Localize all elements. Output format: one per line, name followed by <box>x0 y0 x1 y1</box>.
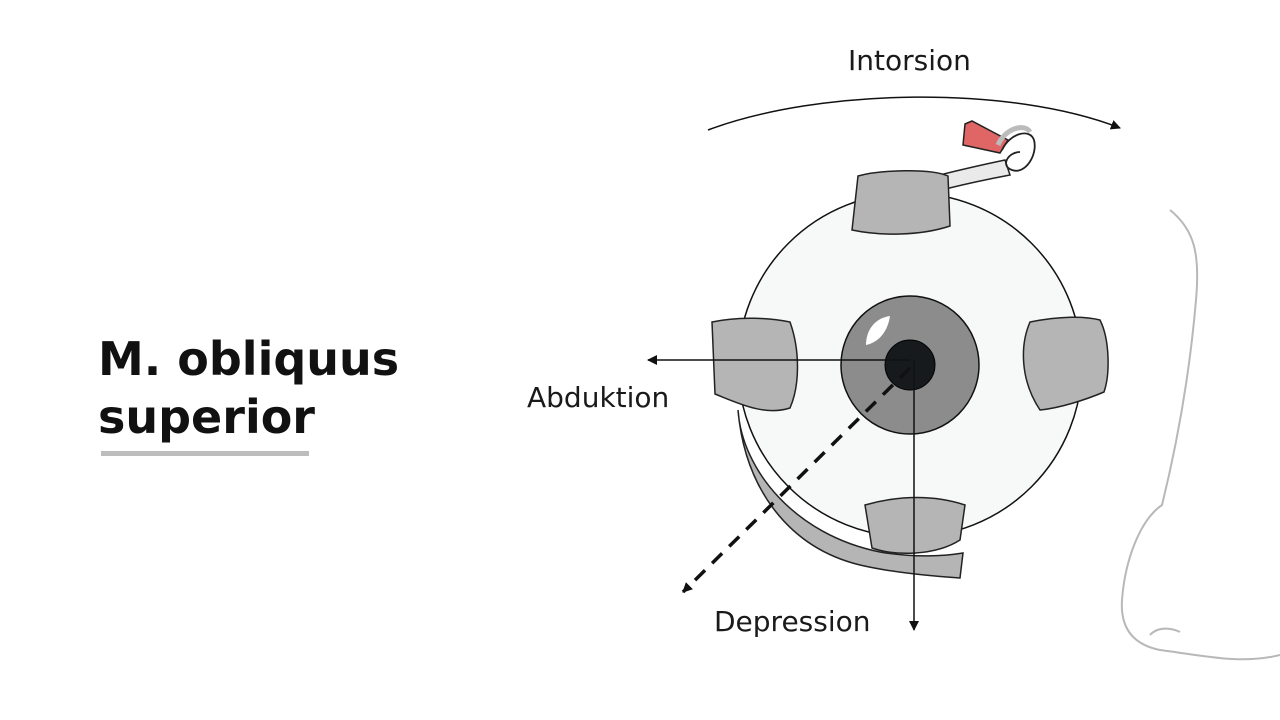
title-line-1: M. obliquus <box>98 332 400 386</box>
trochlea-outer <box>995 125 1033 147</box>
medial-rectus-muscle <box>711 317 799 412</box>
label-depression: Depression <box>714 605 871 638</box>
label-intorsion: Intorsion <box>848 44 971 77</box>
lateral-rectus-muscle <box>1022 316 1109 411</box>
label-abduktion: Abduktion <box>527 381 669 414</box>
title-line-2: superior <box>98 390 315 444</box>
superior-oblique-muscle-band <box>737 409 964 579</box>
face-profile-outline <box>1120 209 1280 661</box>
resultant-movement-arrow <box>681 366 912 594</box>
slide-title: M. obliquus superior <box>98 330 399 446</box>
intorsion-arrow <box>707 96 1121 131</box>
pupil <box>884 339 936 391</box>
inferior-rectus-muscle <box>864 496 966 554</box>
trochlea-loop <box>1001 132 1036 172</box>
face-profile-nostril <box>1149 627 1181 636</box>
superior-rectus-muscle <box>851 170 951 235</box>
title-underline <box>101 451 309 456</box>
iris-highlight <box>866 316 890 345</box>
